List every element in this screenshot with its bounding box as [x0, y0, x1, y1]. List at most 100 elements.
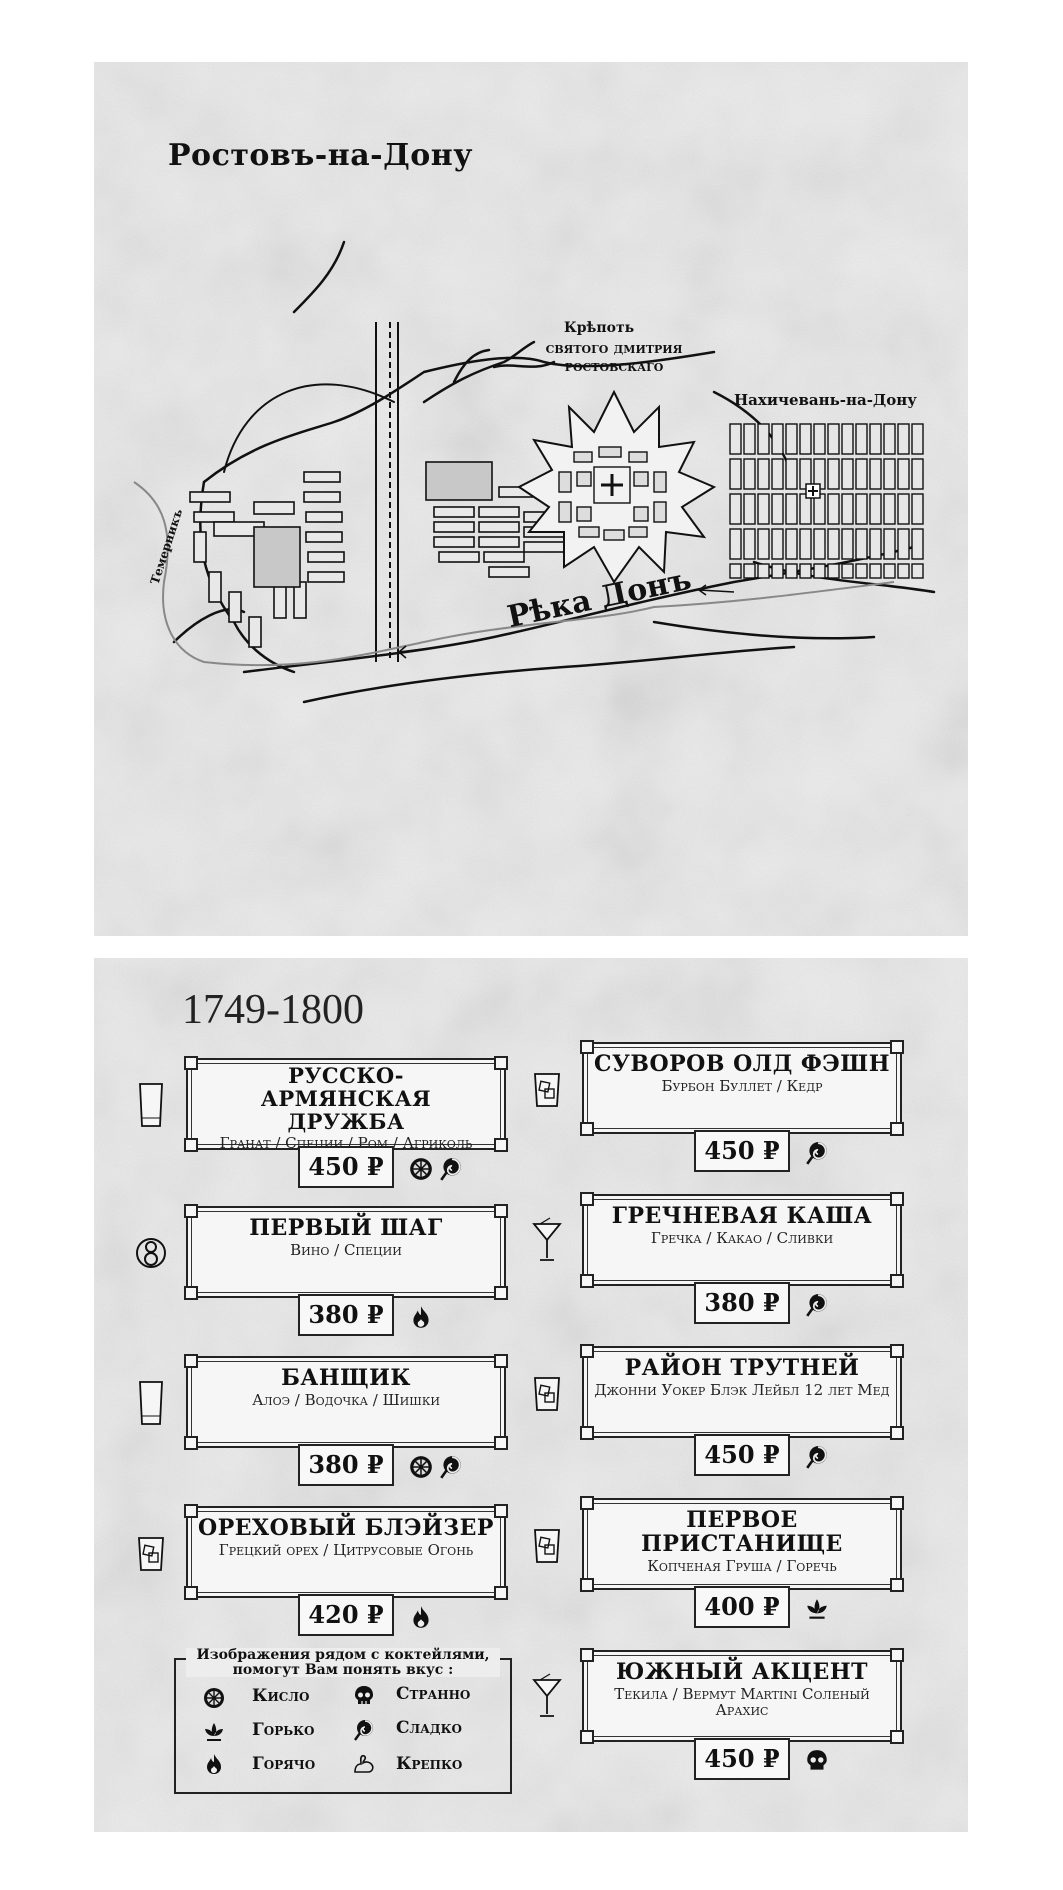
- martini-glass-icon: [532, 1216, 562, 1266]
- cocktail-name: ОРЕХОВЫЙ БЛЭЙЗЕР: [198, 1515, 494, 1541]
- bitter-icon: [205, 1723, 223, 1741]
- card-corner-ornament: [890, 1578, 904, 1592]
- city-block: [771, 493, 784, 525]
- legend-bitter: Горько: [252, 1720, 315, 1740]
- city-block: [743, 423, 756, 455]
- cocktail-ingredients: Грецкий орех / Цитрусовые Огонь: [218, 1541, 474, 1560]
- city-block: [757, 458, 770, 490]
- card-corner-ornament: [494, 1436, 508, 1450]
- city-block: [911, 423, 924, 455]
- strange-icon: [355, 1686, 373, 1704]
- city-block: [897, 563, 910, 579]
- bitter-icon: [804, 1596, 830, 1622]
- card-corner-ornament: [184, 1138, 198, 1152]
- cocktail-name: СУВОРОВ ОЛД ФЭШН: [594, 1051, 890, 1077]
- city-block: [799, 563, 812, 579]
- city-block: [897, 493, 910, 525]
- card-corner-ornament: [890, 1344, 904, 1358]
- fortress-label-2: святого дмитрия: [545, 339, 683, 357]
- card-corner-ornament: [494, 1586, 508, 1600]
- cocktail-price: 450 ₽: [694, 1738, 790, 1780]
- city-block: [855, 458, 868, 490]
- sour-icon: [204, 1688, 224, 1708]
- card-corner-ornament: [580, 1496, 594, 1510]
- card-corner-ornament: [184, 1286, 198, 1300]
- city-block: [785, 423, 798, 455]
- city-block: [757, 493, 770, 525]
- card-corner-ornament: [890, 1426, 904, 1440]
- city-block: [757, 563, 770, 579]
- taste-legend: Изображения рядом с коктейлями, помогут …: [174, 1648, 512, 1794]
- cocktail-ingredients: Алоэ / Водочка / Шишки: [252, 1391, 440, 1410]
- city-block: [883, 493, 896, 525]
- cocktail-price: 400 ₽: [694, 1586, 790, 1628]
- city-block: [729, 423, 742, 455]
- city-block: [785, 563, 798, 579]
- city-block: [855, 493, 868, 525]
- rocks-glass-icon: [532, 1368, 562, 1418]
- city-block: [911, 563, 924, 579]
- city-map: [133, 240, 936, 704]
- hot-icon: [207, 1754, 221, 1774]
- city-block: [841, 563, 854, 579]
- city-block: [855, 563, 868, 579]
- cocktail-ingredients: Гречка / Какао / Сливки: [650, 1229, 834, 1248]
- city-block: [813, 563, 826, 579]
- cocktail-price: 380 ₽: [298, 1444, 394, 1486]
- card-corner-ornament: [580, 1426, 594, 1440]
- legend-sweet: Сладко: [396, 1718, 462, 1738]
- card-corner-ornament: [580, 1578, 594, 1592]
- era-title: 1749-1800: [182, 987, 364, 1033]
- card-corner-ornament: [890, 1122, 904, 1136]
- city-block: [841, 423, 854, 455]
- sweet-icon: [804, 1292, 830, 1318]
- cocktail-ingredients: Гранат / Специи / Ром / Агриколь: [219, 1134, 473, 1153]
- city-block: [813, 528, 826, 560]
- city-block: [897, 528, 910, 560]
- city-block: [883, 528, 896, 560]
- sweet-icon: [804, 1140, 830, 1166]
- legend-strange: Странно: [396, 1684, 471, 1704]
- legend-title: Изображения рядом с коктейлями, помогут …: [186, 1648, 500, 1678]
- rocks-glass-icon: [136, 1528, 166, 1578]
- card-corner-ornament: [580, 1274, 594, 1288]
- city-block: [771, 528, 784, 560]
- city-block: [743, 563, 756, 579]
- cocktail-name: ПЕРВЫЙ ШАГ: [249, 1215, 443, 1241]
- cocktail-ingredients: Джонни Уокер Блэк Лейбл 12 лет Мед: [594, 1381, 890, 1400]
- card-corner-ornament: [494, 1204, 508, 1218]
- card-corner-ornament: [890, 1040, 904, 1054]
- cocktail-name: РУССКО-АРМЯНСКАЯ ДРУЖБА: [260, 1063, 432, 1135]
- card-corner-ornament: [494, 1504, 508, 1518]
- cocktail-price: 420 ₽: [298, 1594, 394, 1636]
- cocktail-name: ПЕРВОЕ ПРИСТАНИЩЕ: [641, 1507, 843, 1558]
- card-corner-ornament: [494, 1286, 508, 1300]
- strong-icon: [354, 1754, 374, 1773]
- rocks-glass-icon: [532, 1520, 562, 1570]
- cocktail-ingredients: Текила / Вермут Martini Соленый Арахис: [614, 1685, 870, 1719]
- city-block: [897, 423, 910, 455]
- sweet-icon: [438, 1454, 464, 1480]
- cocktail-ingredients: Копченая Груша / Горечь: [647, 1557, 837, 1576]
- city-block: [785, 493, 798, 525]
- city-block: [771, 423, 784, 455]
- city-block: [869, 528, 882, 560]
- sour-icon: [408, 1156, 434, 1182]
- card-corner-ornament: [184, 1056, 198, 1070]
- martini-glass-icon: [532, 1672, 562, 1722]
- city-block: [883, 458, 896, 490]
- rocks-glass-icon: [532, 1064, 562, 1114]
- city-block: [785, 528, 798, 560]
- city-block: [869, 563, 882, 579]
- cocktail-name: БАНЩИК: [281, 1365, 411, 1391]
- sweet-icon: [438, 1156, 464, 1182]
- city-block: [743, 493, 756, 525]
- cocktail-price: 380 ₽: [694, 1282, 790, 1324]
- number-eight-icon: [136, 1228, 166, 1278]
- fortress-label-1: Крѣпоть: [564, 320, 635, 336]
